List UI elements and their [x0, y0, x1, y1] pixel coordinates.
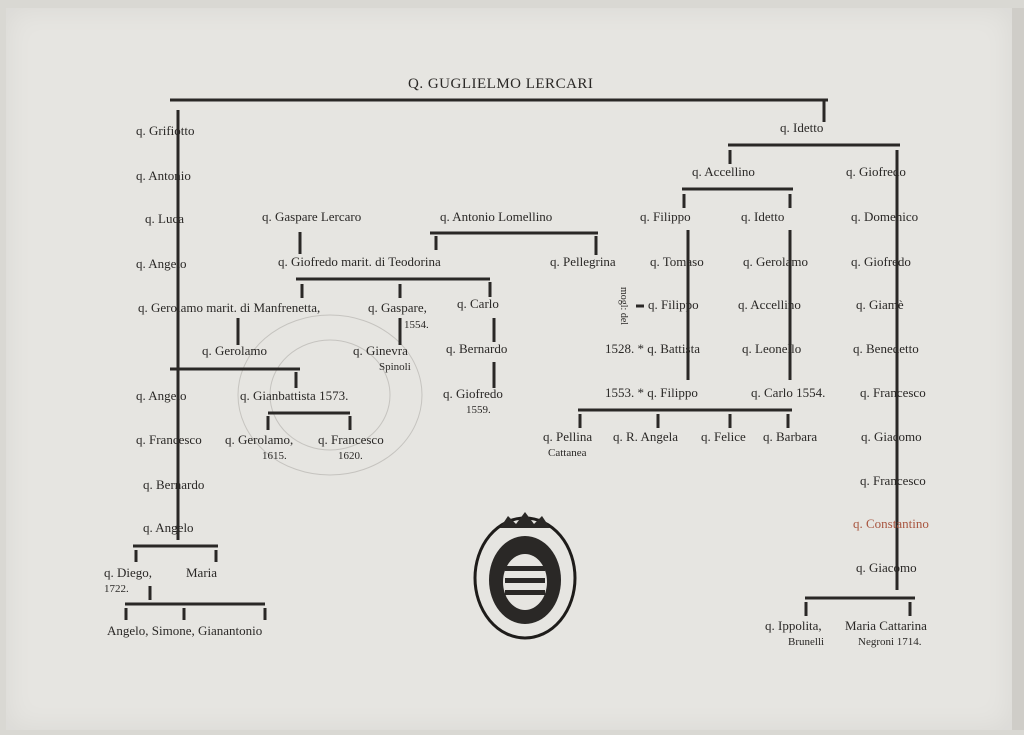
person-gerolamo-year: 1615. [262, 450, 287, 462]
person-angela: q. R. Angela [613, 429, 678, 444]
person-giofredo: q. Giofredo [443, 386, 503, 401]
person-barbara: q. Barbara [763, 429, 818, 444]
person-giame: q. Giamè [856, 297, 904, 312]
person-filippo: q. Filippo [648, 297, 699, 312]
person-domenico: q. Domenico [851, 209, 919, 224]
person-francesco: q. Francesco [860, 385, 926, 400]
person-battista: 1528. * q. Battista [605, 341, 700, 356]
person-giofredo: q. Giofredo [851, 254, 911, 269]
person-francesco: q. Francesco [136, 432, 202, 447]
person-giacomo: q. Giacomo [856, 560, 917, 575]
person-bernardo: q. Bernardo [446, 341, 508, 356]
person-gaspare: q. Gaspare, [368, 300, 427, 315]
person-pellina-surname: Cattanea [548, 447, 587, 459]
person-diego: q. Diego, [104, 565, 153, 580]
person-bernardo: q. Bernardo [143, 477, 205, 492]
page-edge [1012, 8, 1024, 730]
person-ginevra: q. Ginevra [353, 343, 408, 358]
person-leonello: q. Leonello [742, 341, 802, 356]
person-carlo: q. Carlo [457, 296, 499, 311]
person-maria-cattarina-surname: Negroni 1714. [858, 636, 922, 648]
person-gaspare-year: 1554. [404, 319, 429, 331]
person-gerolamo: q. Gerolamo [202, 343, 267, 358]
person-ippolita: q. Ippolita, [765, 618, 822, 633]
person-constantino: q. Constantino [853, 516, 929, 531]
person-accellino: q. Accellino [738, 297, 801, 312]
person-giofredo: q. Giofredo [846, 164, 906, 179]
person-ginevra-surname: Spinoli [379, 361, 411, 373]
person-filippo: q. Filippo [640, 209, 691, 224]
person-filippo: 1553. * q. Filippo [605, 385, 698, 400]
tree-title: Q. GUGLIELMO LERCARI [408, 76, 594, 92]
person-pellina: q. Pellina [543, 429, 593, 444]
person-luca: q. Luca [145, 211, 184, 226]
person-angelo: q. Angelo [136, 256, 187, 271]
moglie-note: mogl: del [618, 287, 629, 326]
person-gerolamo-manfrenetta: q. Gerolamo marit. di Manfrenetta, [138, 300, 321, 315]
person-pellegrina: q. Pellegrina [550, 254, 616, 269]
person-maria-cattarina: Maria Cattarina [845, 618, 927, 633]
person-angelo: q. Angelo [143, 520, 194, 535]
person-maria: Maria [186, 565, 218, 580]
person-gerolamo: q. Gerolamo, [225, 432, 294, 447]
person-gianbattista: q. Gianbattista 1573. [240, 388, 349, 403]
person-idetto: q. Idetto [780, 120, 824, 135]
person-francesco: q. Francesco [860, 473, 926, 488]
person-francesco: q. Francesco [318, 432, 384, 447]
person-gerolamo: q. Gerolamo [743, 254, 808, 269]
person-giacomo: q. Giacomo [861, 429, 922, 444]
person-ippolita-surname: Brunelli [788, 636, 825, 648]
children-names: Angelo, Simone, Gianantonio [107, 623, 263, 638]
person-grifiotto: q. Grifiotto [136, 123, 195, 138]
person-francesco-year: 1620. [338, 450, 363, 462]
person-benedetto: q. Benedetto [853, 341, 919, 356]
faint-stamp [237, 314, 423, 476]
person-antonio-lomellino: q. Antonio Lomellino [440, 209, 553, 224]
person-antonio: q. Antonio [136, 168, 191, 183]
person-idetto: q. Idetto [741, 209, 785, 224]
person-accellino: q. Accellino [692, 164, 755, 179]
person-gaspare-lercaro: q. Gaspare Lercaro [262, 209, 362, 224]
person-felice: q. Felice [701, 429, 746, 444]
person-diego-year: 1722. [104, 583, 129, 595]
person-carlo: q. Carlo 1554. [751, 385, 826, 400]
coat-of-arms-icon [473, 512, 577, 640]
person-giofredo-year: 1559. [466, 404, 491, 416]
person-tomaso: q. Tomaso [650, 254, 704, 269]
person-giofredo-teodorina: q. Giofredo marit. di Teodorina [278, 254, 441, 269]
person-angelo: q. Angelo [136, 388, 187, 403]
